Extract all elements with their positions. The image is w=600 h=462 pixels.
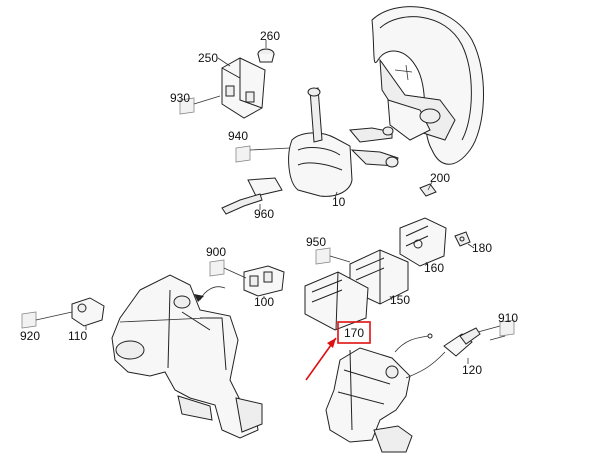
- part-160-switch: [399, 217, 447, 267]
- label-150: 150: [390, 293, 410, 307]
- label-170: 170: [344, 326, 364, 340]
- label-940: 940: [228, 129, 248, 143]
- part-110-switch: [71, 297, 105, 327]
- leader-lines: [35, 40, 506, 364]
- part-labels: 260 250 930 940 960 10 200 180 160 950 1…: [20, 29, 518, 377]
- label-120: 120: [462, 363, 482, 377]
- label-100: 100: [254, 295, 274, 309]
- part-180-clip: [454, 231, 471, 247]
- label-200: 200: [430, 171, 450, 185]
- part-120-cable: [405, 325, 501, 379]
- part-260-cap: [257, 48, 275, 63]
- highlight-170: [305, 321, 371, 381]
- label-250: 250: [198, 51, 218, 65]
- label-160: 160: [424, 261, 444, 275]
- part-100-connector: [243, 265, 285, 297]
- label-920: 920: [20, 329, 40, 343]
- label-180: 180: [472, 241, 492, 255]
- label-950: 950: [306, 235, 326, 249]
- label-900: 900: [206, 245, 226, 259]
- pedal-assembly: [111, 274, 263, 439]
- label-110: 110: [68, 329, 87, 343]
- label-910: 910: [498, 311, 518, 325]
- label-930: 930: [170, 91, 190, 105]
- part-250-switch: [221, 57, 266, 119]
- parking-brake-mechanism: [325, 333, 433, 453]
- highlight-box: [337, 321, 371, 344]
- label-10: 10: [332, 195, 346, 209]
- steering-wheel: [371, 6, 485, 165]
- part-960-bracket: [221, 177, 283, 215]
- label-960: 960: [254, 207, 274, 221]
- connector-tags: [21, 97, 515, 337]
- label-260: 260: [260, 29, 280, 43]
- column-switch-module: [288, 87, 399, 197]
- part-switch-block: [304, 271, 369, 331]
